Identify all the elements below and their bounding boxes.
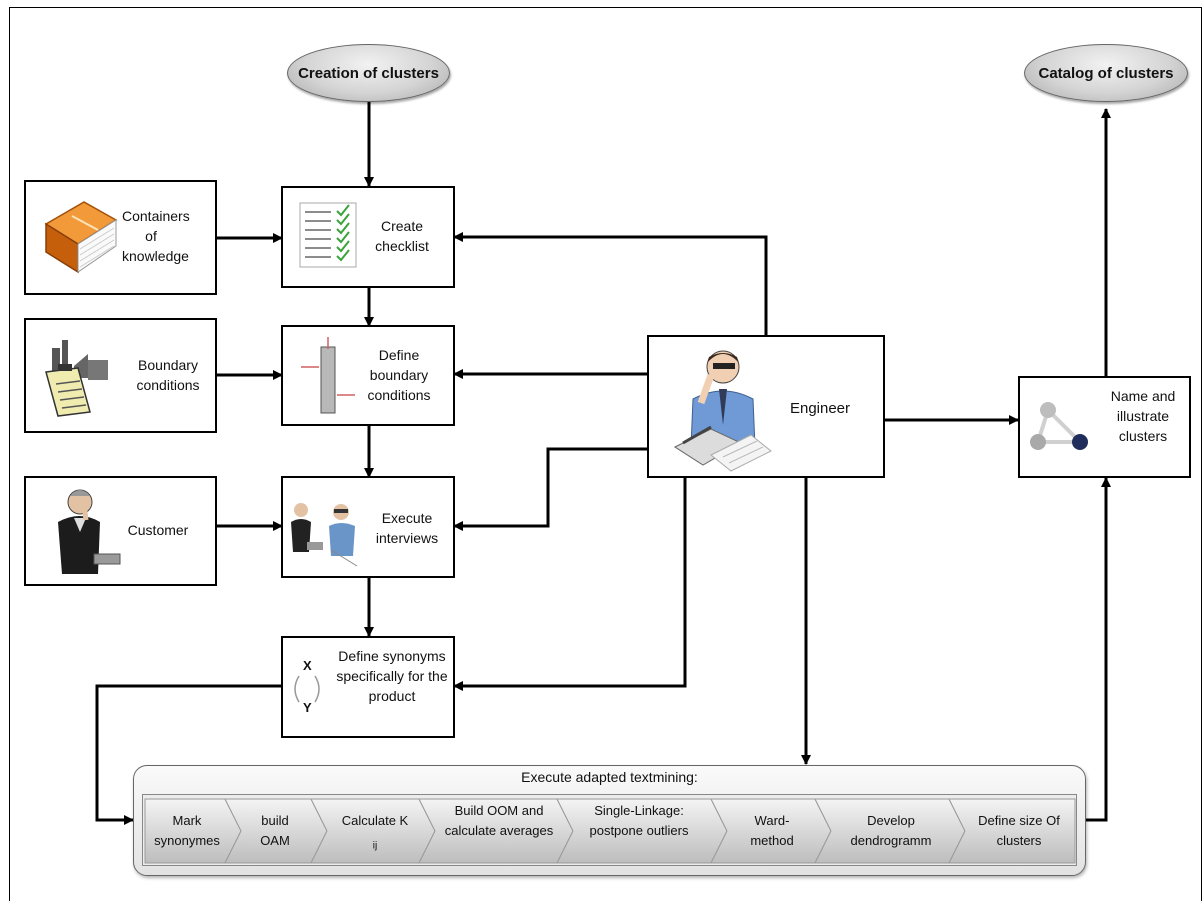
- beam-load-icon: [301, 337, 355, 414]
- textmining-process-strip: Mark synonymes build OAM Calculate K ij …: [142, 794, 1077, 866]
- diagram-frame: [9, 7, 1202, 901]
- engineer-person-icon: [673, 350, 772, 472]
- cluster-graph-icon: [1030, 402, 1088, 450]
- textmining-step-1: Mark synonymes: [154, 813, 220, 848]
- boundary-conditions-input-label: Boundary conditions: [136, 357, 200, 393]
- customer-label: Customer: [127, 522, 189, 538]
- textmining-step-3: Calculate K ij: [333, 811, 417, 857]
- containers-of-knowledge-label: Containers of knowledge: [122, 208, 190, 264]
- define-synonyms-box: X Y Define synonyms specifically for the…: [281, 636, 455, 738]
- swap-letter-x: X: [303, 658, 312, 673]
- define-synonyms-label: Define synonyms specifically for the pro…: [336, 648, 448, 704]
- textmining-step-5: Single-Linkage: postpone outliers: [589, 803, 689, 838]
- name-and-illustrate-clusters-box: Name and illustrate clusters: [1018, 376, 1191, 478]
- swap-letter-y: Y: [303, 700, 312, 715]
- textmining-step-7: Develop dendrogramm: [850, 813, 932, 848]
- interview-people-icon: [291, 503, 358, 567]
- textmining-step-4: Build OOM and calculate averages: [444, 803, 554, 838]
- catalog-of-clusters-label: Catalog of clusters: [1038, 64, 1174, 82]
- create-checklist-label: Create checklist: [375, 218, 429, 254]
- execute-interviews-box: Execute interviews: [281, 476, 455, 578]
- creation-of-clusters-oval: Creation of clusters: [287, 44, 450, 102]
- arrow-synonyms-to-textmining: [95, 684, 282, 825]
- textmining-step-6: Ward-method: [750, 813, 794, 848]
- arrow-textmining-to-name: [1086, 477, 1111, 822]
- chevron-step-8: [948, 798, 1076, 864]
- engineer-label: Engineer: [789, 400, 851, 417]
- adapted-textmining-panel: Execute adapted textmining: Mark synonym…: [133, 765, 1086, 876]
- arrow-engineer-to-checklist: [453, 232, 768, 335]
- name-and-illustrate-clusters-label: Name and illustrate clusters: [1110, 388, 1176, 444]
- textmining-title: Execute adapted textmining:: [521, 769, 698, 785]
- arrow-engineer-to-interviews: [453, 447, 648, 531]
- define-boundary-conditions-label: Define boundary conditions: [367, 347, 431, 403]
- checklist-icon: [299, 202, 357, 268]
- engineer-box: Engineer: [647, 335, 885, 478]
- textmining-step-3-subscript: ij: [372, 840, 378, 852]
- boundary-conditions-input-box: Boundary conditions: [24, 318, 217, 433]
- textmining-step-2: build OAM: [260, 813, 290, 848]
- catalog-of-clusters-oval: Catalog of clusters: [1024, 44, 1188, 102]
- textmining-step-3-text: Calculate K: [341, 813, 409, 828]
- create-checklist-box: Create checklist: [281, 186, 455, 288]
- customer-person-icon: [58, 489, 121, 574]
- arrow-engineer-to-synonyms: [453, 477, 687, 691]
- containers-of-knowledge-box: Containers of knowledge: [24, 180, 217, 295]
- execute-interviews-label: Execute interviews: [375, 510, 439, 546]
- synonym-swap-icon: X Y: [289, 658, 325, 720]
- customer-box: Customer: [24, 476, 217, 586]
- define-boundary-conditions-box: Define boundary conditions: [281, 325, 455, 426]
- factory-clipboard-icon: [45, 340, 108, 417]
- textmining-step-8: Define size Of clusters: [978, 813, 1060, 848]
- textmining-chevrons: [144, 798, 1076, 864]
- creation-of-clusters-label: Creation of clusters: [298, 64, 439, 82]
- book-icon: [44, 201, 118, 274]
